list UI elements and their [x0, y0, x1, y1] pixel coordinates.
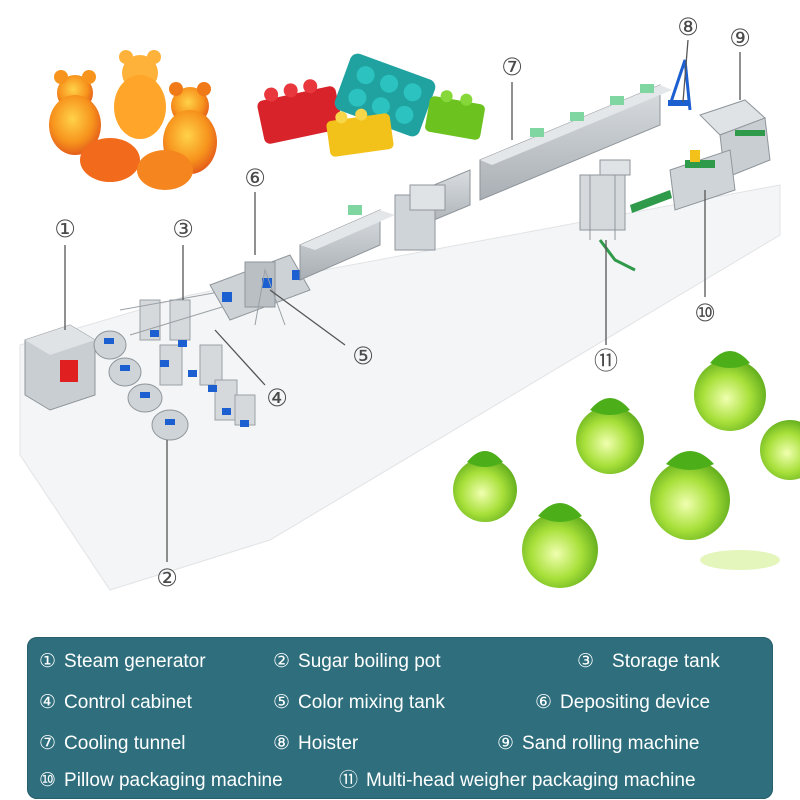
gummy-bears-image [49, 50, 217, 190]
multi-head-weigher [579, 159, 636, 272]
legend-item-2: ② Sugar boiling pot [273, 648, 441, 674]
sand-rolling-machine [699, 99, 771, 179]
gummy-blocks-image [257, 53, 485, 157]
depositing-device [209, 254, 311, 326]
legend-label: Depositing device [560, 692, 711, 713]
legend-number: ③ [577, 650, 595, 672]
legend-number: ② [273, 650, 291, 672]
legend-item-9: ⑨ Sand rolling machine [497, 730, 700, 756]
legend-item-3: ③ Storage tank [577, 648, 720, 674]
legend-item-5: ⑤ Color mixing tank [273, 689, 445, 715]
sugar-boiling-pots [93, 330, 189, 441]
cooling-tunnel [299, 84, 672, 281]
legend-label: Cooling tunnel [64, 733, 186, 754]
legend-panel: ① Steam generator ② Sugar boiling pot ③ Sto… [27, 637, 773, 799]
callout-3: ③ [172, 215, 194, 243]
callout-2: ② [156, 564, 178, 592]
legend-item-1: ① Steam generator [39, 648, 206, 674]
legend-number: ⑥ [535, 691, 553, 713]
callout-1: ① [54, 215, 76, 243]
legend-number: ⑤ [273, 691, 291, 713]
legend-number: ① [39, 650, 57, 672]
legend-number: ⑪ [339, 769, 359, 791]
legend-item-10: ⑩ Pillow packaging machine [39, 767, 283, 793]
legend-item-4: ④ Control cabinet [39, 689, 192, 715]
callout-leaders [64, 39, 741, 562]
legend-label: Hoister [298, 733, 359, 754]
apple-gummies-image [453, 351, 800, 588]
callout-9: ⑨ [729, 24, 751, 52]
legend-number: ⑦ [39, 732, 57, 754]
legend-label: Control cabinet [64, 692, 192, 713]
legend-label: Sand rolling machine [522, 733, 700, 754]
legend-number: ⑧ [273, 732, 291, 754]
callout-5: ⑤ [352, 342, 374, 370]
callout-6: ⑥ [244, 164, 266, 192]
legend-number: ④ [39, 691, 57, 713]
legend-label: Multi-head weigher packaging machine [366, 770, 696, 791]
legend-label: Storage tank [612, 651, 720, 672]
legend-label: Steam generator [64, 651, 206, 672]
legend-item-6: ⑥ Depositing device [535, 689, 710, 715]
legend-item-7: ⑦ Cooling tunnel [39, 730, 186, 756]
legend-label: Pillow packaging machine [64, 770, 283, 791]
hoister [668, 59, 692, 111]
production-line-illustration [19, 39, 800, 591]
callout-7: ⑦ [501, 53, 523, 81]
pillow-packaging-machine [630, 149, 736, 213]
callout-8: ⑧ [677, 13, 699, 41]
transfer-stations [394, 184, 446, 251]
legend-label: Color mixing tank [298, 692, 445, 713]
callout-10: ⑩ [694, 299, 716, 327]
callout-11: ⑪ [594, 347, 618, 375]
callout-4: ④ [266, 384, 288, 412]
legend-item-8: ⑧ Hoister [273, 730, 358, 756]
legend-number: ⑩ [39, 769, 57, 791]
legend-number: ⑨ [497, 732, 515, 754]
legend-item-11: ⑪ Multi-head weigher packaging machine [339, 767, 696, 793]
steam-generator [24, 324, 96, 411]
legend-label: Sugar boiling pot [298, 651, 441, 672]
